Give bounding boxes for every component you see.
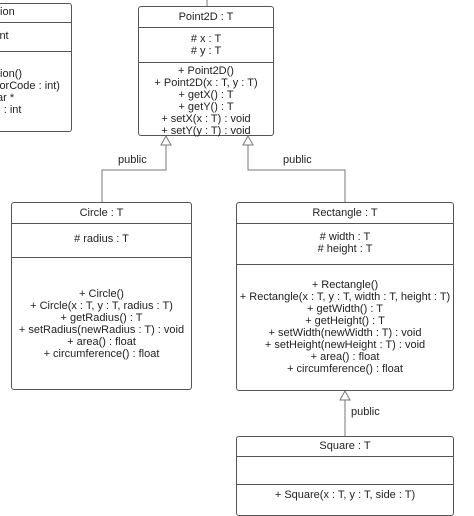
inheritance-connectors bbox=[101, 0, 351, 436]
point2d-class-title: Point2D : T bbox=[178, 11, 234, 23]
circle-method: + Circle() bbox=[79, 288, 124, 300]
circle-attribute-radius: # radius : T bbox=[74, 233, 129, 245]
point2d-method: + Point2D() bbox=[178, 65, 234, 77]
rectangle-method: + getHeight() : T bbox=[305, 315, 385, 327]
generalization-arrow-circle bbox=[160, 134, 172, 146]
generalization-arrow-rectangle bbox=[242, 134, 254, 146]
circle-method: + Circle(x : T, y : T, radius : T) bbox=[30, 300, 173, 312]
point2d-attribute-x: # x : T bbox=[190, 33, 222, 45]
point2d-method: + setY(y : T) : void bbox=[161, 125, 251, 137]
rectangle-method: + area() : float bbox=[310, 351, 380, 363]
rectangle-method: + circumference() : float bbox=[287, 363, 403, 375]
left-class-method: ar * bbox=[0, 92, 15, 104]
square-method: + Square(x : T, y : T, side : T) bbox=[274, 489, 416, 501]
rectangle-attribute-width: # width : T bbox=[319, 231, 371, 243]
left-class-method: ) : int bbox=[0, 104, 22, 116]
square-attributes-section bbox=[237, 456, 453, 484]
circle-class-title: Circle : T bbox=[79, 207, 124, 219]
square-class-title: Square : T bbox=[319, 440, 371, 452]
rectangle-method: + setWidth(newWidth : T) : void bbox=[268, 327, 422, 339]
rectangle-class-title: Rectangle : T bbox=[312, 207, 378, 219]
point2d-method: + setX(x : T) : void bbox=[161, 113, 251, 125]
rectangle-method: + getWidth() : T bbox=[307, 303, 383, 315]
rectangle-method: + Rectangle() bbox=[311, 279, 379, 291]
square-class-box: Square : T + Square(x : T, y : T, side :… bbox=[236, 436, 454, 516]
rectangle-method: + Rectangle(x : T, y : T, width : T, hei… bbox=[239, 291, 451, 303]
point2d-method: + getX() : T bbox=[178, 89, 234, 101]
circle-method: + getRadius() : T bbox=[60, 312, 143, 324]
circle-method: + setRadius(newRadius : T) : void bbox=[18, 324, 185, 336]
point2d-method: + getY() : T bbox=[178, 101, 234, 113]
rectangle-method: + setHeight(newHeight : T) : void bbox=[264, 339, 426, 351]
rectangle-attribute-height: # height : T bbox=[317, 243, 373, 255]
rectangle-inheritance-label: public bbox=[283, 154, 312, 166]
circle-class-box: Circle : T # radius : T + Circle() + Cir… bbox=[11, 202, 192, 390]
rectangle-class-box: Rectangle : T # width : T # height : T +… bbox=[236, 202, 454, 391]
circle-method: + circumference() : float bbox=[43, 348, 160, 360]
square-inheritance-label: public bbox=[351, 406, 380, 418]
circle-method: + area() : float bbox=[67, 336, 136, 348]
circle-inheritance-label: public bbox=[118, 154, 147, 166]
left-class-attribute: int bbox=[0, 30, 9, 42]
point2d-attribute-y: # y : T bbox=[190, 45, 222, 57]
point2d-class-box: Point2D : T # x : T # y : T + Point2D() … bbox=[138, 6, 274, 137]
left-class-method: lorCode : int) bbox=[0, 80, 60, 92]
point2d-method: + Point2D(x : T, y : T) bbox=[154, 77, 258, 89]
generalization-arrow-square bbox=[339, 389, 351, 401]
